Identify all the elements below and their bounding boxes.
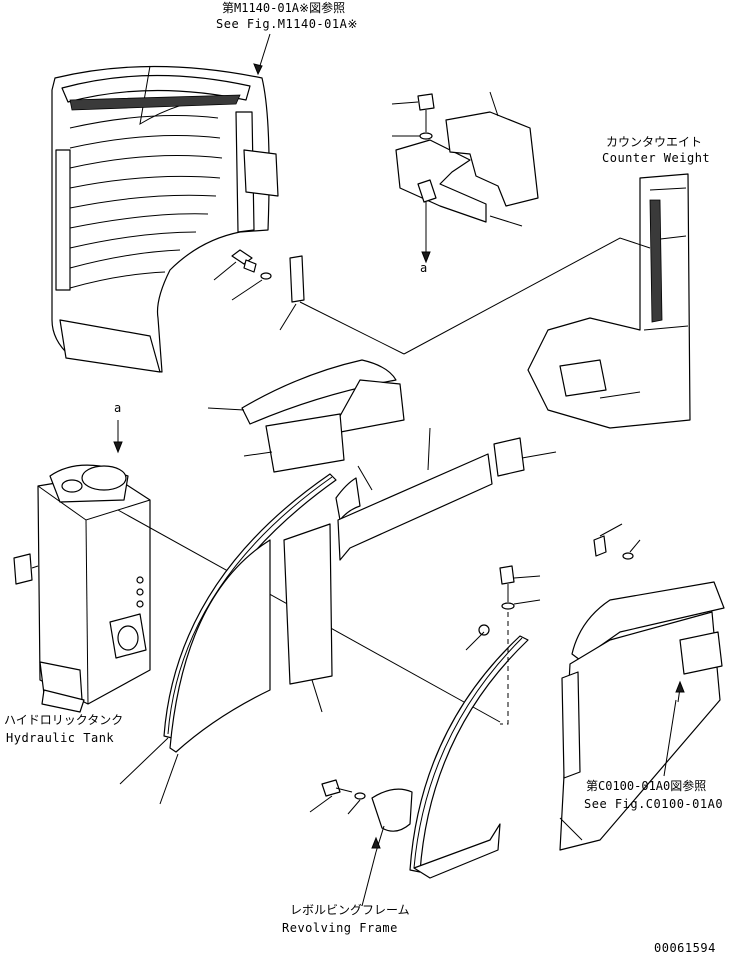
right-side-cover [559,611,721,851]
counterweight-jp-label: カウンタウエイト [606,135,702,149]
fender-panel [283,523,333,685]
fender-seal [163,473,337,753]
hood-bolt [231,249,257,273]
rubber-cube [493,437,525,477]
hood-grille-assembly [51,65,279,373]
frame-washer [354,792,366,800]
frame-bolt [321,779,353,797]
frame-plate [371,788,413,832]
hydraulic-tank [37,464,151,713]
ref-top-en-label: See Fig.M1140-01A※ [216,17,358,31]
hydraulic-tank-jp-label: ハイドロリックタンク [4,713,123,727]
tank-filler-cap [81,465,127,491]
hood-hinge-plate [243,149,279,197]
cover-pad [265,413,345,473]
ref-right-en-label: See Fig.C0100-01A0 [584,797,723,811]
counterweight-en-label: Counter Weight [602,151,710,165]
revolving-frame-en-label: Revolving Frame [282,921,398,935]
ref-top-jp-label: 第M1140-01A※図参照 [222,0,345,15]
counterweight-bolt [417,93,435,132]
hood-washer [260,272,272,280]
counterweight-block [445,111,539,207]
hydraulic-tank-en-label: Hydraulic Tank [6,731,114,745]
marker-a-left: a [114,401,122,415]
small-curved-seal [335,477,361,521]
marker-a-top: a [420,261,428,275]
hood-left-bracket [55,149,71,291]
ref-top-arrowhead [253,63,263,76]
tank-foot-bracket [41,689,85,713]
hood-latch-bracket [289,255,305,303]
right-cover-assembly [409,523,725,879]
cover-seal-strip [241,359,397,425]
tank-side-plate [13,553,33,585]
right-cover-top-lip [571,581,725,661]
revolving-frame-jp-label: レボルビングフレーム [290,903,410,917]
drawing-number: 00061594 [654,941,716,955]
counterweight-washer [419,132,433,140]
ref-right-jp-label: 第C0100-01A0図参照 [586,778,706,793]
counterweight-body [527,173,691,429]
grille-slats [69,115,223,289]
cover-rubber-block [337,453,493,561]
